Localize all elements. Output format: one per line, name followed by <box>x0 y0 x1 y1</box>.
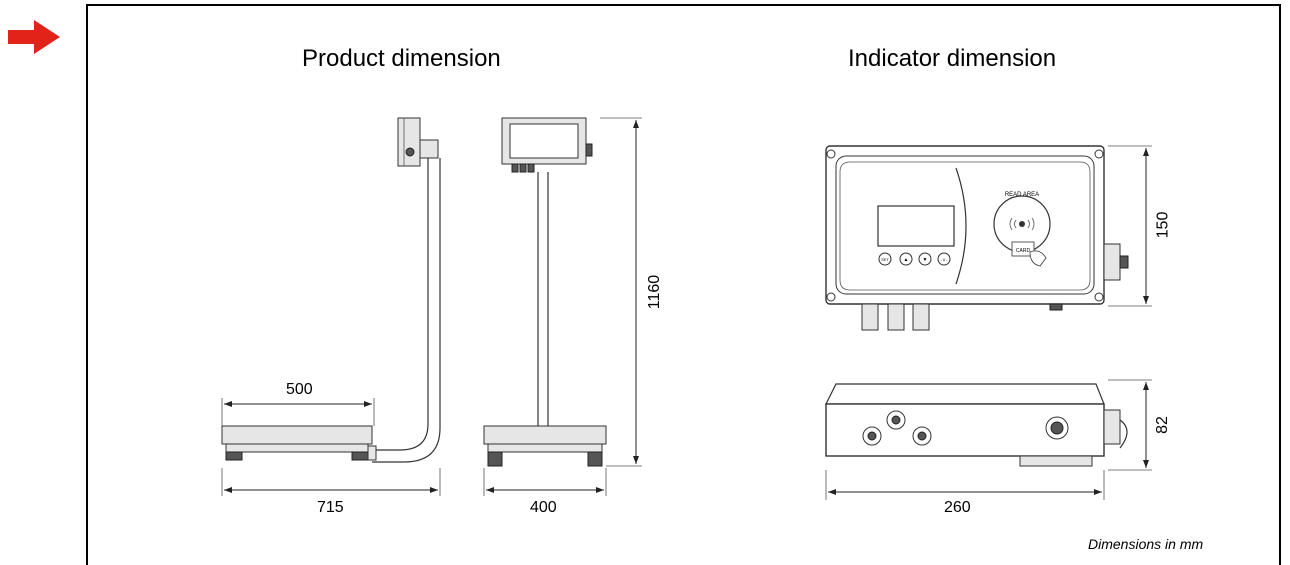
key-set-label: SET <box>881 257 889 262</box>
product-dimension-lines <box>221 117 642 496</box>
card-icon <box>1011 241 1035 257</box>
side-indicator-head <box>397 117 421 167</box>
dim-total-depth: 715 <box>317 499 344 516</box>
indicator-display <box>877 205 955 247</box>
front-platform <box>483 425 607 445</box>
units-footnote: Dimensions in mm <box>1088 536 1204 552</box>
side-column <box>372 158 429 451</box>
red-arrow-icon <box>8 20 60 54</box>
indicator-front-view <box>825 145 1129 331</box>
dim-front-width: 400 <box>530 499 557 516</box>
product-dimension-heading: Product dimension <box>302 45 501 72</box>
key-zero-label: →0← <box>939 257 949 262</box>
key-up-label: ▲ <box>904 257 909 263</box>
key-down-label: ▼ <box>923 257 928 263</box>
side-platform <box>221 425 373 445</box>
dim-indicator-width: 260 <box>944 499 971 516</box>
read-area-label: READ AREA <box>1005 192 1039 198</box>
indicator-dimension-lines <box>825 145 1152 500</box>
dim-height: 1160 <box>646 274 664 310</box>
dim-indicator-height: 150 <box>1154 211 1172 239</box>
dim-platform-width: 500 <box>286 381 313 398</box>
indicator-dimension-heading: Indicator dimension <box>848 45 1057 72</box>
card-label: CARD <box>1016 248 1031 254</box>
dim-indicator-depth: 82 <box>1153 416 1171 434</box>
scale-side-view <box>221 117 441 463</box>
scale-front-view <box>483 117 607 467</box>
indicator-bottom-view <box>825 383 1128 467</box>
drawing-frame <box>86 4 1281 565</box>
